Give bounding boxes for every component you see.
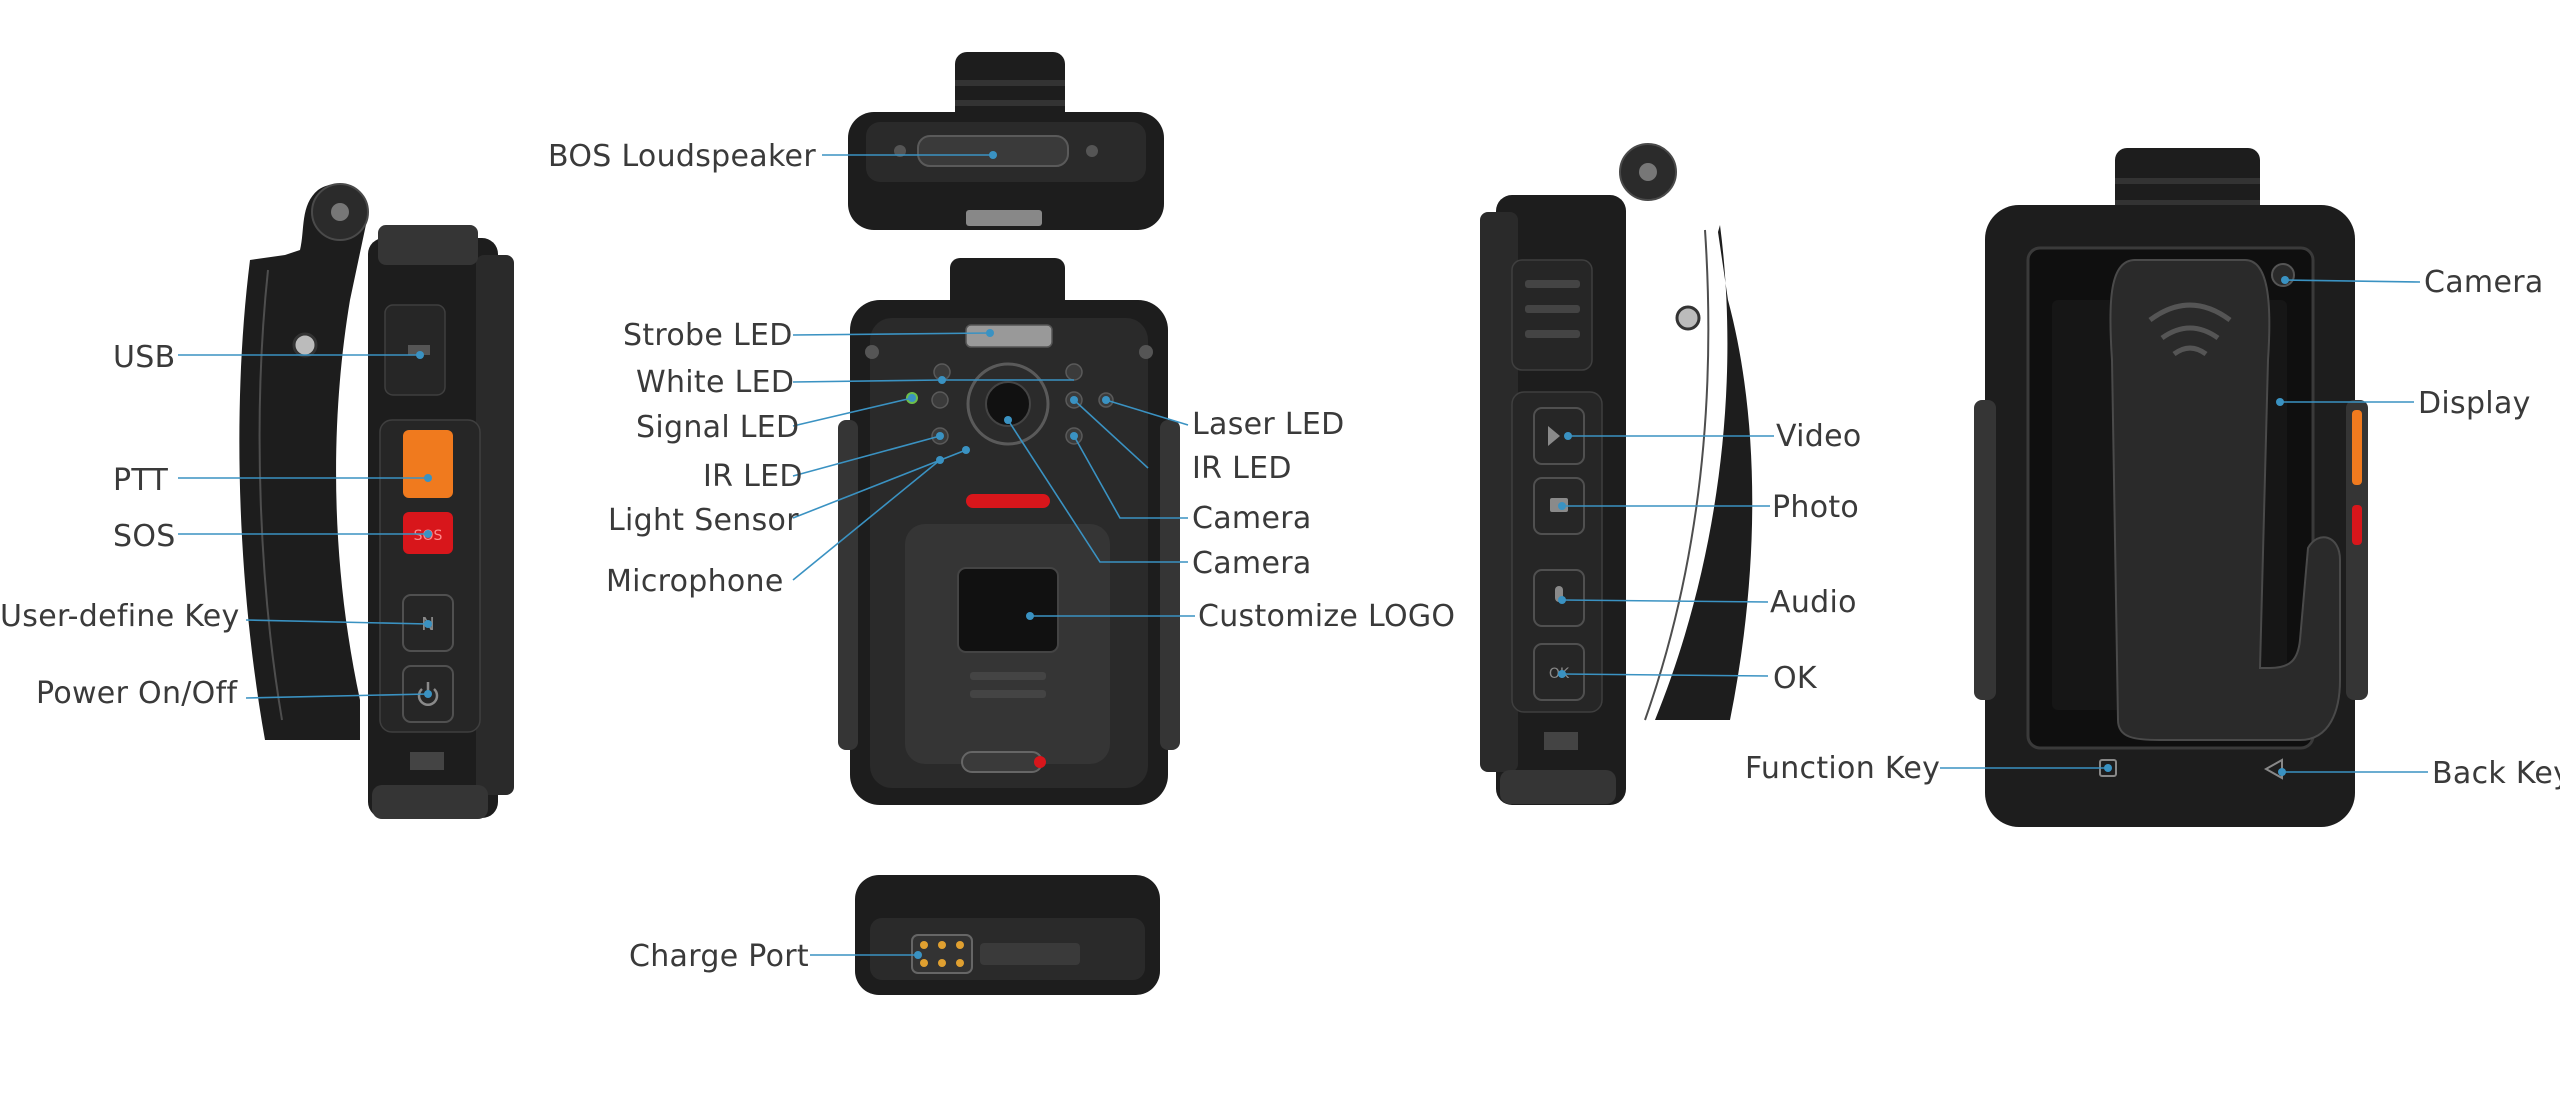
label-sos: SOS — [113, 519, 176, 554]
front-slot-1 — [970, 672, 1046, 680]
label-video: Video — [1776, 419, 1862, 454]
front-slide-switch[interactable] — [961, 751, 1043, 773]
top-view-vent — [966, 210, 1042, 226]
label-ok: OK — [1773, 661, 1818, 696]
label-display: Display — [2418, 386, 2531, 421]
back-view-mount-rib-1 — [2115, 178, 2260, 184]
ptt-button[interactable] — [403, 430, 453, 498]
top-view-mount-rib-1 — [955, 80, 1065, 86]
white-led-right — [1065, 363, 1083, 381]
charge-pin-2 — [938, 941, 946, 949]
back-left-grip — [1974, 400, 1996, 700]
label-usb: USB — [113, 340, 175, 375]
callout-lines — [178, 151, 2428, 959]
front-screw-tl — [865, 345, 879, 359]
right-clip-arm — [1655, 225, 1753, 720]
front-left-grip — [838, 420, 858, 750]
right-grip-rib-3 — [1525, 330, 1580, 338]
front-screw-tr — [1139, 345, 1153, 359]
top-view-mount — [955, 52, 1065, 130]
label-strobe-led: Strobe LED — [623, 318, 793, 353]
clip-arm — [239, 184, 369, 740]
label-function-key: Function Key — [1745, 751, 1940, 786]
device-back-view — [1974, 148, 2368, 827]
logo-area — [957, 567, 1059, 653]
clip-pivot — [292, 332, 318, 358]
clip-arm-inner — [258, 269, 283, 721]
belt-clip-wave-2 — [2160, 325, 2220, 341]
back-right-grip — [2346, 400, 2368, 700]
device-bottom-view — [855, 875, 1160, 995]
label-audio: Audio — [1770, 585, 1857, 620]
right-bottom-base — [1500, 770, 1616, 804]
right-button-panel — [1511, 391, 1603, 713]
charge-pin-6 — [956, 959, 964, 967]
label-ptt: PTT — [113, 463, 168, 498]
right-clip-spring — [1644, 229, 1710, 721]
label-signal-led: Signal LED — [636, 410, 799, 445]
front-camera-lens-inner — [985, 381, 1031, 427]
strobe-led-bar — [965, 324, 1053, 348]
back-view-mount-rib-2 — [2115, 200, 2260, 206]
charge-pin-1 — [920, 941, 928, 949]
label-power: Power On/Off — [36, 676, 238, 711]
back-side-red-key — [2352, 505, 2362, 545]
left-bottom-slot — [410, 752, 444, 770]
label-ir-led-right: IR LED — [1192, 451, 1292, 486]
label-camera-front-2: Camera — [1192, 546, 1312, 581]
belt-clip-wave-1 — [2148, 302, 2232, 323]
bottom-view-slot — [980, 943, 1080, 965]
device-right-side-view: OK — [1480, 143, 1753, 805]
label-back-key: Back Key — [2432, 756, 2560, 791]
label-photo: Photo — [1772, 490, 1859, 525]
device-top-view — [848, 52, 1164, 230]
usb-port — [408, 345, 430, 355]
label-charge-port: Charge Port — [629, 939, 809, 974]
label-laser-led: Laser LED — [1192, 407, 1345, 442]
label-camera-front-1: Camera — [1192, 501, 1312, 536]
left-bottom-base — [372, 785, 488, 819]
video-icon — [1548, 426, 1560, 446]
top-view-mount-rib-2 — [955, 100, 1065, 106]
charge-pin-4 — [920, 959, 928, 967]
front-right-grip — [1160, 420, 1180, 750]
right-grip-panel — [1511, 259, 1593, 371]
label-customize-logo: Customize LOGO — [1198, 599, 1455, 634]
charge-pin-3 — [956, 941, 964, 949]
ir-led-left-1 — [931, 391, 949, 409]
device-left-side-view: SOS N — [239, 183, 514, 819]
right-grip-rib-2 — [1525, 305, 1580, 313]
belt-clip-wave-3 — [2172, 345, 2208, 357]
label-camera-back: Camera — [2424, 265, 2544, 300]
clip-hinge-bolt — [331, 203, 349, 221]
left-front-edge — [476, 255, 514, 795]
label-ir-led-left: IR LED — [703, 459, 803, 494]
belt-clip — [2109, 259, 2341, 741]
label-microphone: Microphone — [606, 564, 784, 599]
right-clip-pivot — [1675, 305, 1701, 331]
left-button-panel — [379, 419, 481, 733]
right-grip-rib-1 — [1525, 280, 1580, 288]
label-white-led: White LED — [636, 365, 794, 400]
back-side-orange-key — [2352, 410, 2362, 485]
top-view-screw-right — [1086, 145, 1098, 157]
charge-pin-5 — [938, 959, 946, 967]
callout-labels: USB PTT SOS User-define Key Power On/Off… — [0, 139, 2560, 974]
right-bottom-slot — [1544, 732, 1578, 750]
left-top-mount — [378, 225, 478, 265]
front-slot-2 — [970, 690, 1046, 698]
device-front-view — [838, 258, 1180, 805]
label-light-sensor: Light Sensor — [608, 503, 799, 538]
label-bos-loudspeaker: BOS Loudspeaker — [548, 139, 816, 174]
label-user-define-key: User-define Key — [0, 599, 240, 634]
front-red-indicator — [966, 494, 1050, 508]
top-view-screw-left — [894, 145, 906, 157]
right-clip-hinge-bolt — [1639, 163, 1657, 181]
front-slide-switch-dot — [1034, 756, 1046, 768]
right-back-edge — [1480, 212, 1518, 772]
